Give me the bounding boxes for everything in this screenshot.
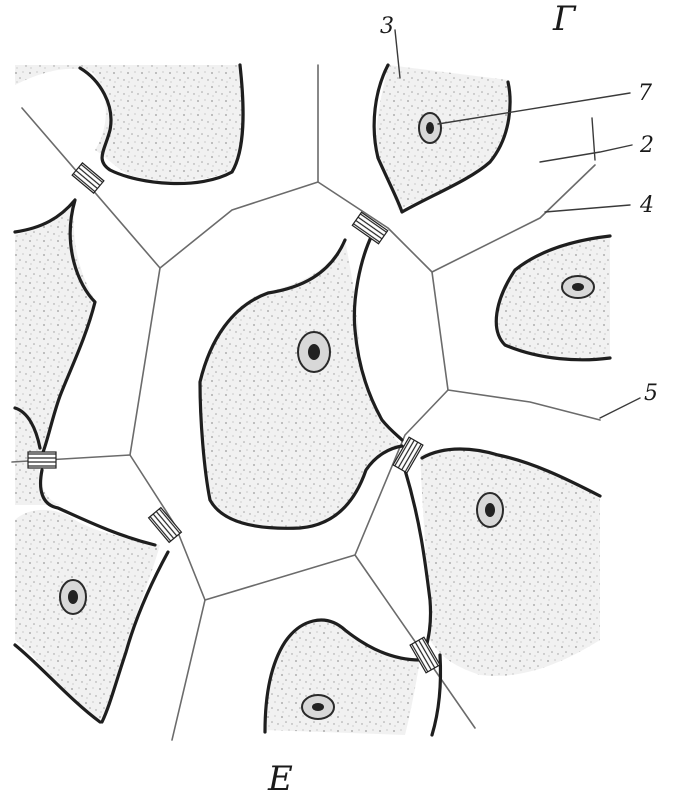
nucleus <box>477 493 503 527</box>
plasmodesma-junction <box>149 508 182 543</box>
leader-line-2 <box>540 145 632 162</box>
label-3: 3 <box>380 14 394 39</box>
nucleus <box>419 113 441 143</box>
protoplast-right <box>496 236 610 360</box>
nucleus <box>562 276 594 298</box>
protoplast-upper-left <box>15 65 243 181</box>
leader-line-4 <box>545 205 630 212</box>
label-4: 4 <box>639 193 654 218</box>
panel-letter-top: Г <box>552 0 577 39</box>
label-5: 5 <box>644 381 658 406</box>
panel-letter-bottom: Е <box>267 759 293 799</box>
cell-wall <box>172 600 205 740</box>
nucleus <box>298 332 330 372</box>
nucleus <box>302 695 334 719</box>
label-7: 7 <box>638 81 652 106</box>
plasmodesma-junction <box>28 452 56 468</box>
nucleus <box>60 580 86 614</box>
leader-line-5 <box>600 398 640 418</box>
protoplast-top-right <box>376 65 510 210</box>
cell-wall <box>448 390 600 420</box>
plasmodesma-junction <box>72 163 104 193</box>
label-2: 2 <box>639 133 654 158</box>
